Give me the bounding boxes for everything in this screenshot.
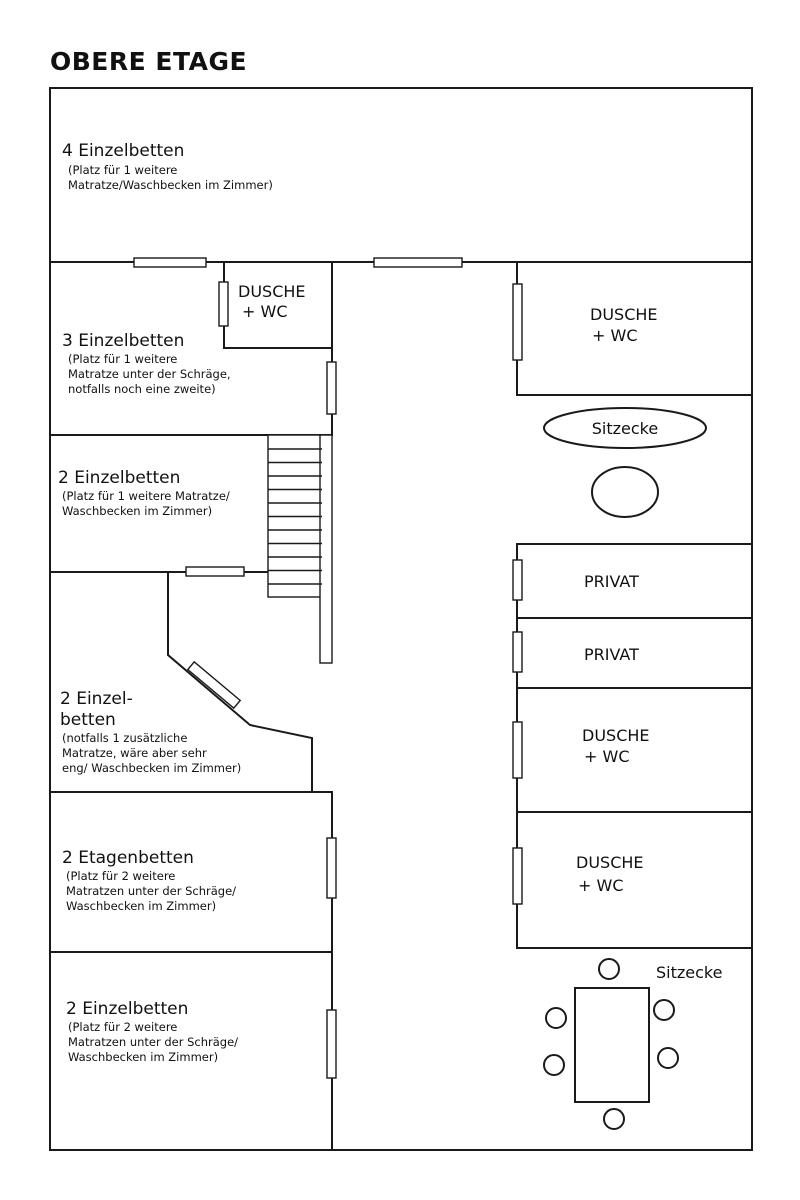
door-room-4 — [186, 660, 242, 710]
round-table — [591, 466, 659, 518]
chair-right-1 — [653, 999, 675, 1021]
bath-right-2-line: DUSCHE — [582, 726, 650, 745]
chair-left-1 — [545, 1007, 567, 1029]
room-3-name: 2 Einzelbetten — [58, 468, 180, 488]
door-room-1 — [133, 257, 207, 268]
door-room-5 — [326, 837, 337, 899]
staircase — [267, 434, 333, 664]
room-1-name: 4 Einzelbetten — [62, 141, 184, 161]
door-room-2 — [326, 361, 337, 415]
privat-1-label: PRIVAT — [584, 572, 639, 591]
sitzecke-2-label: Sitzecke — [656, 963, 722, 982]
bath-right-3-line: + WC — [578, 876, 623, 895]
room-1-label: 4 Einzelbetten (Platz für 1 weitere Matr… — [62, 141, 273, 192]
doors — [133, 257, 523, 1079]
bath-right-1-line: DUSCHE — [590, 305, 658, 324]
bath-right-2-label: DUSCHE + WC — [582, 726, 650, 766]
bath-right-3-line: DUSCHE — [576, 853, 644, 872]
door-bath-small — [218, 281, 229, 327]
bath-right-2-line: + WC — [584, 747, 629, 766]
room-1-note-line: Matratze/Waschbecken im Zimmer) — [68, 178, 273, 192]
room-3-label: 2 Einzelbetten (Platz für 1 weitere Matr… — [58, 468, 230, 518]
bath-right-3-label: DUSCHE + WC — [576, 853, 644, 895]
door-bath-right-2 — [512, 721, 523, 779]
door-bath-right-1 — [512, 283, 523, 361]
chair-left-2 — [543, 1054, 565, 1076]
privat-2-label: PRIVAT — [584, 645, 639, 664]
room-2-note-line: notfalls noch eine zweite) — [68, 382, 216, 396]
room-2-note-line: (Platz für 1 weitere — [68, 352, 177, 366]
room-2-name: 3 Einzelbetten — [62, 331, 184, 351]
door-privat-2 — [512, 631, 523, 673]
room-6-name: 2 Einzelbetten — [66, 999, 188, 1019]
dining-table — [574, 987, 650, 1103]
door-hall-top — [373, 257, 463, 268]
door-room-3 — [185, 566, 245, 577]
chair-top — [598, 958, 620, 980]
room-2-note-line: Matratze unter der Schräge, — [68, 367, 231, 381]
room-6-note-line: Waschbecken im Zimmer) — [68, 1050, 218, 1064]
room-6-label: 2 Einzelbetten (Platz für 2 weitere Matr… — [66, 999, 238, 1064]
room-4-note-line: eng/ Waschbecken im Zimmer) — [62, 761, 241, 775]
room-2-label: 3 Einzelbetten (Platz für 1 weitere Matr… — [62, 331, 231, 396]
room-4-name: 2 Einzel- — [60, 689, 133, 709]
door-bath-right-3 — [512, 847, 523, 905]
room-3-note-line: Waschbecken im Zimmer) — [62, 504, 212, 518]
room-4-label: 2 Einzel- betten (notfalls 1 zusätzliche… — [60, 689, 241, 775]
bath-small-line: DUSCHE — [238, 282, 306, 301]
bath-small-label: DUSCHE + WC — [238, 282, 306, 321]
bath-right-1-label: DUSCHE + WC — [590, 305, 658, 345]
door-privat-1 — [512, 559, 523, 601]
room-4-note-line: Matratze, wäre aber sehr — [62, 746, 207, 760]
sitzecke-sign — [543, 407, 707, 449]
bath-right-1-line: + WC — [592, 326, 637, 345]
room-5-label: 2 Etagenbetten (Platz für 2 weitere Matr… — [62, 848, 236, 913]
room-5-name: 2 Etagenbetten — [62, 848, 194, 868]
room-6-note-line: Matratzen unter der Schräge/ — [68, 1035, 238, 1049]
room-5-note-line: (Platz für 2 weitere — [66, 869, 175, 883]
room-6-note-line: (Platz für 2 weitere — [68, 1020, 177, 1034]
bath-small-line: + WC — [242, 302, 287, 321]
chair-bottom — [603, 1108, 625, 1130]
furniture — [543, 407, 707, 1130]
floor-title: OBERE ETAGE — [50, 47, 247, 76]
room-4-note-line: (notfalls 1 zusätzliche — [62, 731, 187, 745]
room-1-note-line: (Platz für 1 weitere — [68, 163, 177, 177]
chair-right-2 — [657, 1047, 679, 1069]
room-4-name: betten — [60, 710, 116, 730]
interior-walls — [49, 261, 753, 1151]
room-5-note-line: Matratzen unter der Schräge/ — [66, 884, 236, 898]
room-5-note-line: Waschbecken im Zimmer) — [66, 899, 216, 913]
door-room-6 — [326, 1009, 337, 1079]
room-3-note-line: (Platz für 1 weitere Matratze/ — [62, 489, 230, 503]
sitzecke-1-label: Sitzecke — [592, 419, 658, 438]
